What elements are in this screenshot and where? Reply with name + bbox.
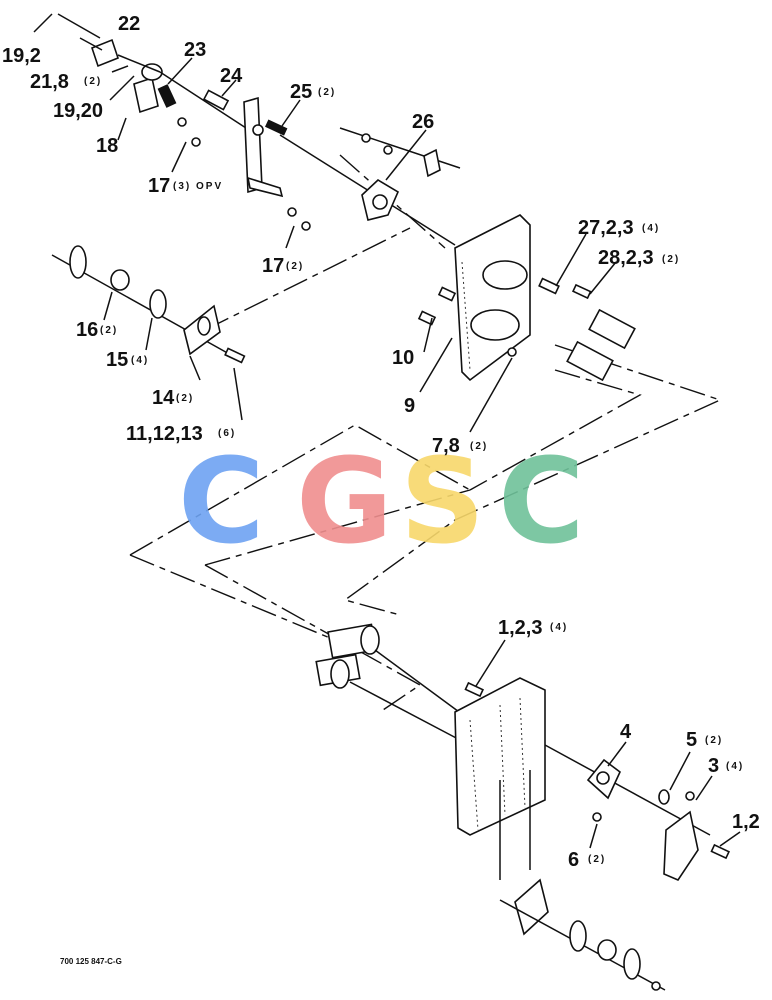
upper-flange-bearing [279, 127, 461, 246]
callout-1-2: 1,2 [732, 811, 760, 833]
callout-3: 3 [708, 755, 719, 777]
leader-lines [33, 13, 741, 849]
callout-16-qty: (2) [100, 325, 118, 336]
callout-21-8: 21,8 [30, 71, 69, 93]
callout-6-qty: (2) [588, 854, 606, 865]
callout-14: 14 [152, 387, 175, 409]
callout-18: 18 [96, 135, 118, 157]
callout-3-qty: (4) [726, 761, 744, 772]
watermark-letter-c2: C [498, 432, 585, 570]
callout-11-12-13: 11,12,13 [126, 423, 203, 445]
callout-labels: 22 19,2 21,8 (2) 19,20 18 23 24 25 (2) 2… [2, 13, 760, 966]
callout-25-qty: (2) [318, 87, 336, 98]
document-number: 700 125 847-C-G [60, 957, 122, 966]
callout-17: 17 [262, 255, 284, 277]
upper-bracket-assembly [57, 13, 311, 231]
callout-15: 15 [106, 349, 128, 371]
callout-27-2-3-qty: (4) [642, 223, 660, 234]
watermark-letter-g: G [296, 432, 393, 570]
lower-left-rollers [315, 623, 471, 741]
callout-5: 5 [686, 729, 697, 751]
callout-10: 10 [392, 347, 414, 369]
callout-22: 22 [118, 13, 140, 35]
lower-side-plate [454, 677, 546, 880]
watermark-letter-s: S [400, 432, 485, 570]
callout-6: 6 [568, 849, 579, 871]
callout-23: 23 [184, 39, 206, 61]
upper-side-plate [417, 214, 636, 382]
callout-28-2-3-qty: (2) [662, 254, 680, 265]
callout-24: 24 [220, 65, 243, 87]
callout-5-qty: (2) [705, 735, 723, 746]
callout-17-opv-qty: (3) OPV [173, 181, 223, 192]
callout-28-2-3: 28,2,3 [598, 247, 654, 269]
callout-17-opv: 17 [148, 175, 170, 197]
callout-4: 4 [620, 721, 632, 743]
callout-15-qty: (4) [131, 355, 149, 366]
callout-19-2: 19,2 [2, 45, 41, 67]
callout-16: 16 [76, 319, 98, 341]
left-roller-assembly [51, 245, 246, 364]
callout-14-qty: (2) [176, 393, 194, 404]
bottom-roller-assembly [499, 878, 666, 991]
callout-21-8-qty: (2) [84, 76, 102, 87]
callout-17-qty: (2) [286, 261, 304, 272]
routing-centerline [129, 154, 722, 713]
callout-7-8-qty: (2) [470, 441, 488, 452]
callout-11-12-13-qty: (6) [218, 428, 236, 439]
callout-1-2-3: 1,2,3 [498, 617, 542, 639]
callout-9: 9 [404, 395, 415, 417]
lower-flange-bearing [544, 744, 731, 881]
watermark-letter-c1: C [178, 432, 265, 570]
callout-19-20: 19,20 [53, 100, 103, 122]
callout-25: 25 [290, 81, 312, 103]
callout-1-2-3-qty: (4) [550, 622, 568, 633]
cgsc-watermark: C G S C [178, 432, 585, 570]
callout-27-2-3: 27,2,3 [578, 217, 634, 239]
callout-26: 26 [412, 111, 434, 133]
callout-7-8: 7,8 [432, 435, 460, 457]
